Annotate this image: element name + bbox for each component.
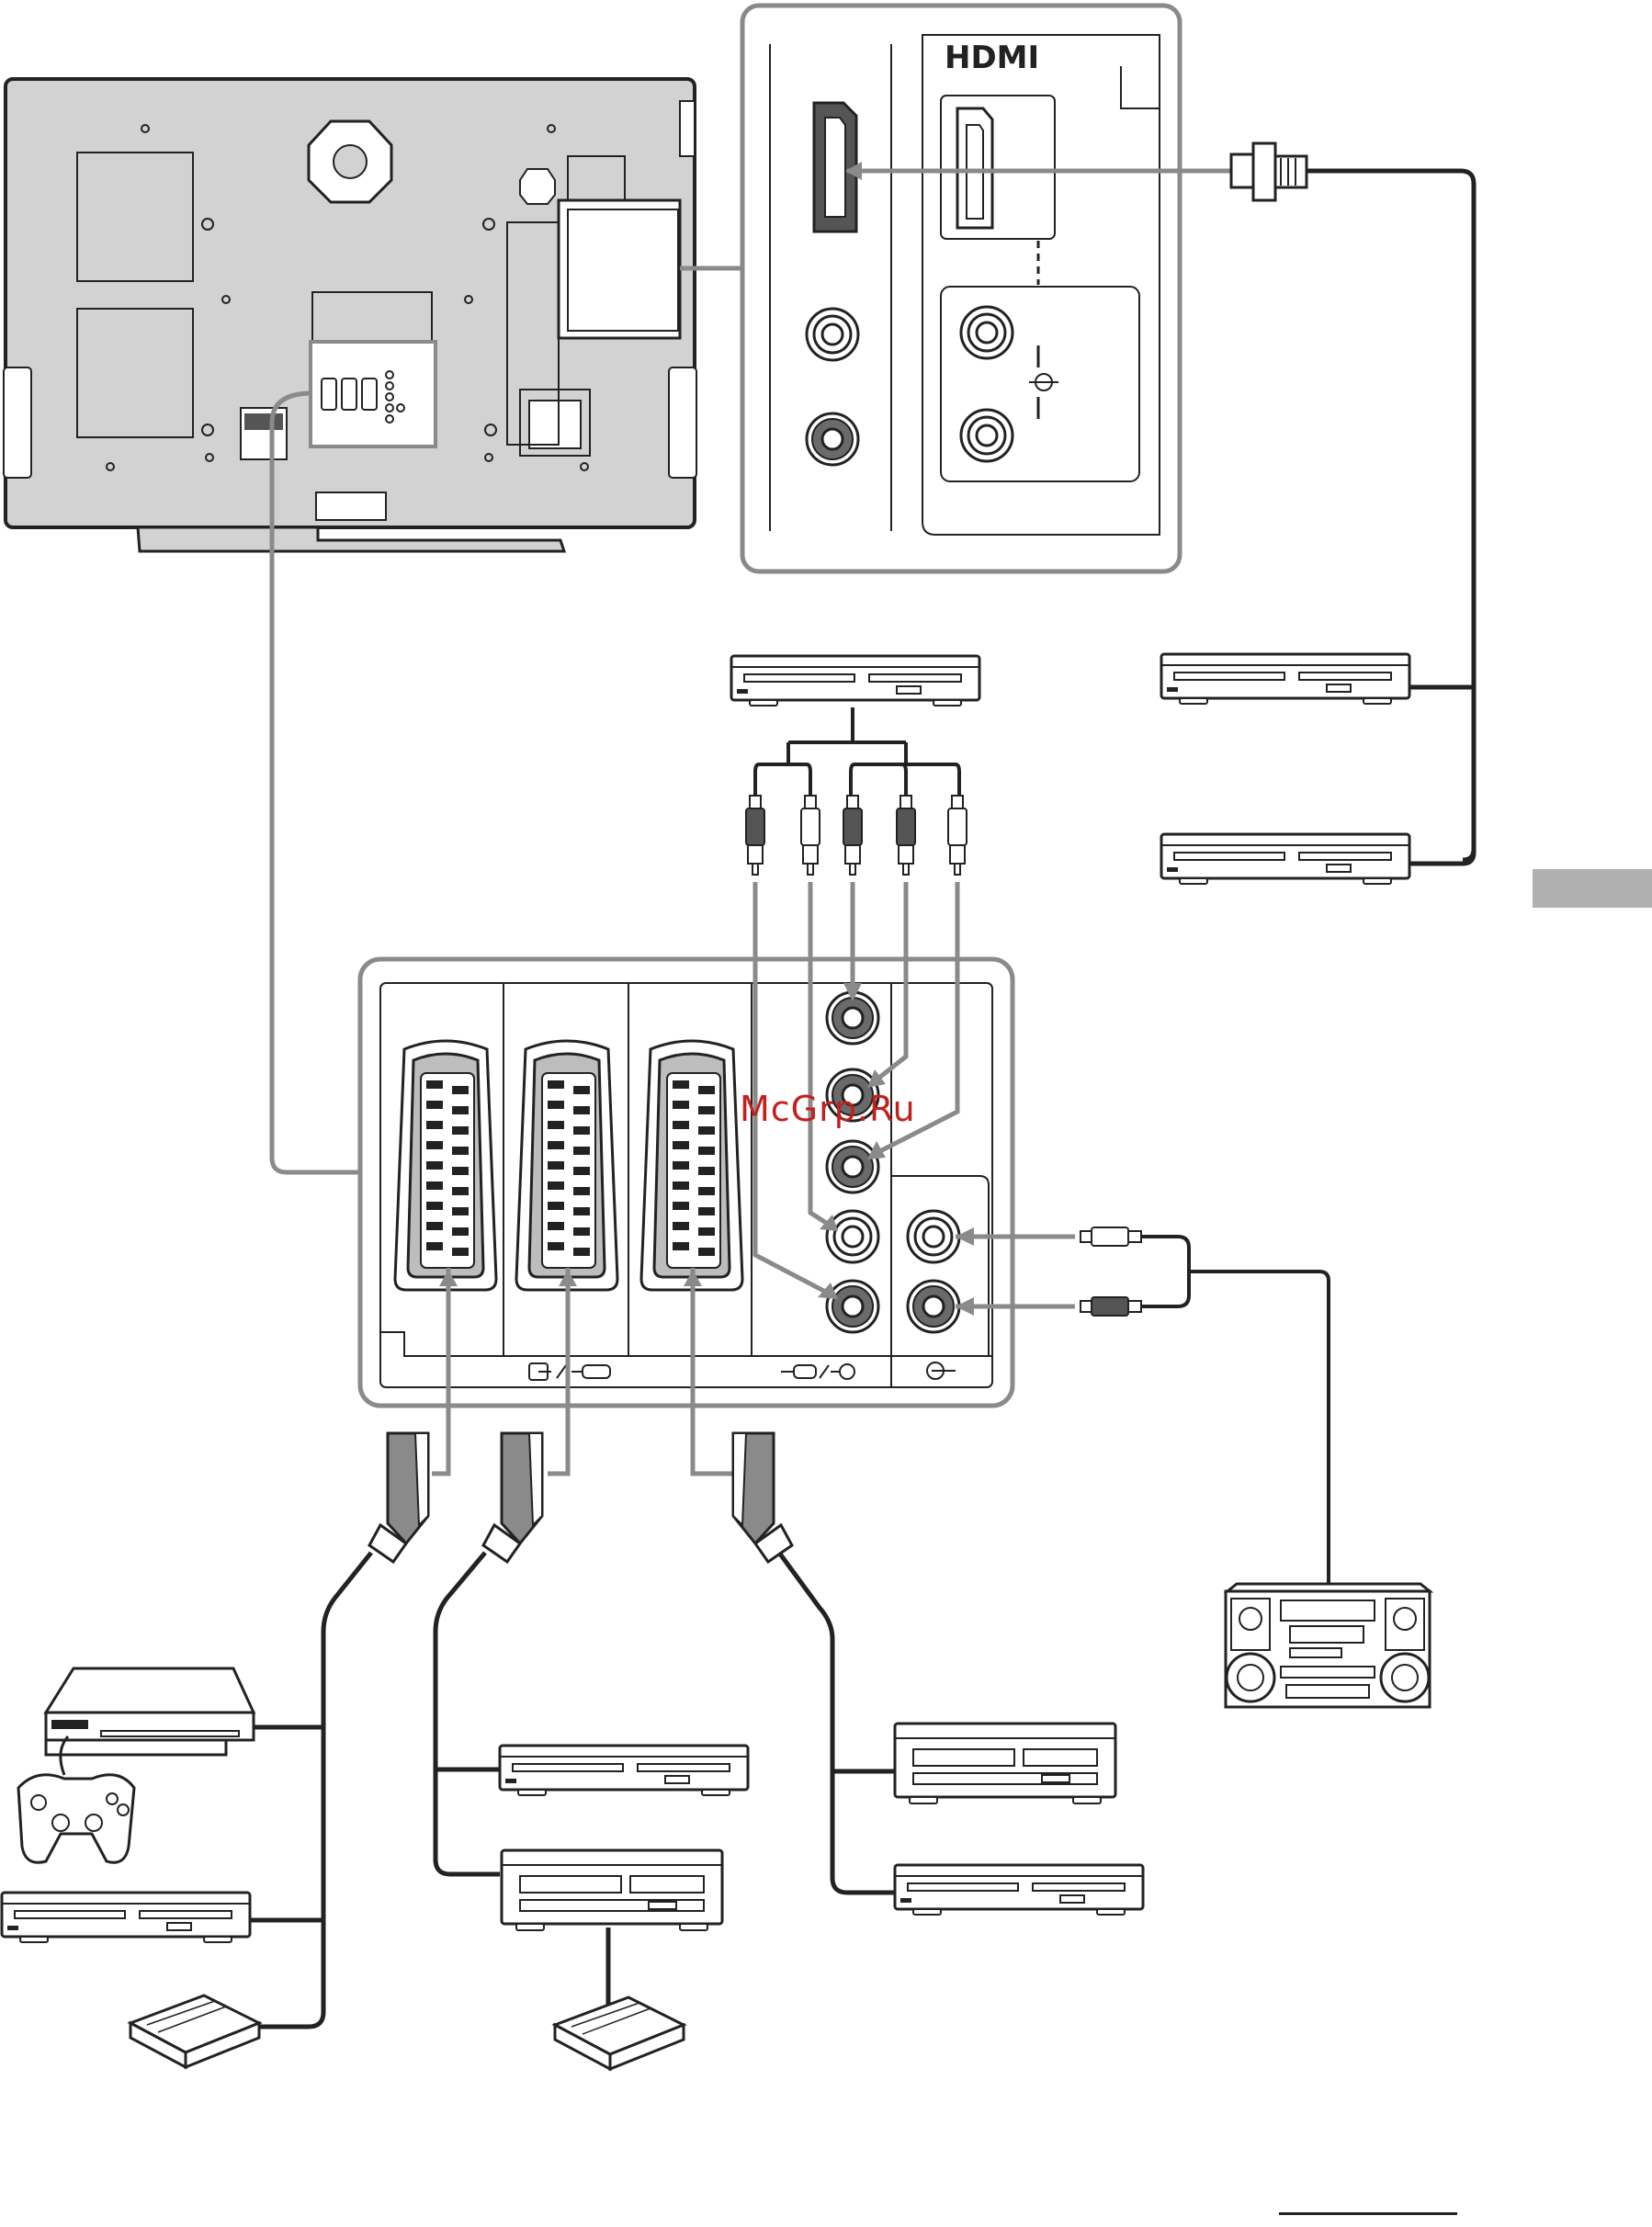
- hifi-system-icon: [1226, 1584, 1430, 1707]
- scart-plug-icon: [369, 1433, 792, 1562]
- dvd-player-icon: [1161, 834, 1409, 884]
- dvd-player-icon: [1161, 654, 1409, 704]
- rca-plug-icon: [746, 796, 967, 875]
- vcr-icon: [895, 1724, 1115, 1803]
- av-connector-panel: [360, 959, 1013, 1406]
- hdmi-panel: HDMI: [680, 6, 1180, 571]
- tv-rear-view: [4, 79, 696, 551]
- dvd-player-icon: [895, 1865, 1143, 1915]
- hdmi-logo-text: HDMI: [945, 40, 1039, 76]
- dvd-player-icon: [731, 656, 979, 706]
- rca-plug-icon: [1081, 1227, 1141, 1316]
- hdmi-plug-icon: [1231, 143, 1307, 200]
- dvd-player-icon: [500, 1746, 748, 1795]
- hdmi-socket-icon: [814, 103, 856, 232]
- dvd-player-icon: [2, 1893, 250, 1942]
- watermark-text: McGrp.Ru: [740, 1089, 916, 1129]
- decoder-box-icon: [130, 1995, 259, 2067]
- bottom-rule: [1279, 2212, 1457, 2215]
- vcr-icon: [502, 1850, 722, 1930]
- scart-socket-icon: [395, 1041, 742, 1290]
- game-console-icon: [46, 1668, 254, 1755]
- side-tab: [1533, 869, 1652, 908]
- decoder-box-icon: [555, 1997, 684, 2069]
